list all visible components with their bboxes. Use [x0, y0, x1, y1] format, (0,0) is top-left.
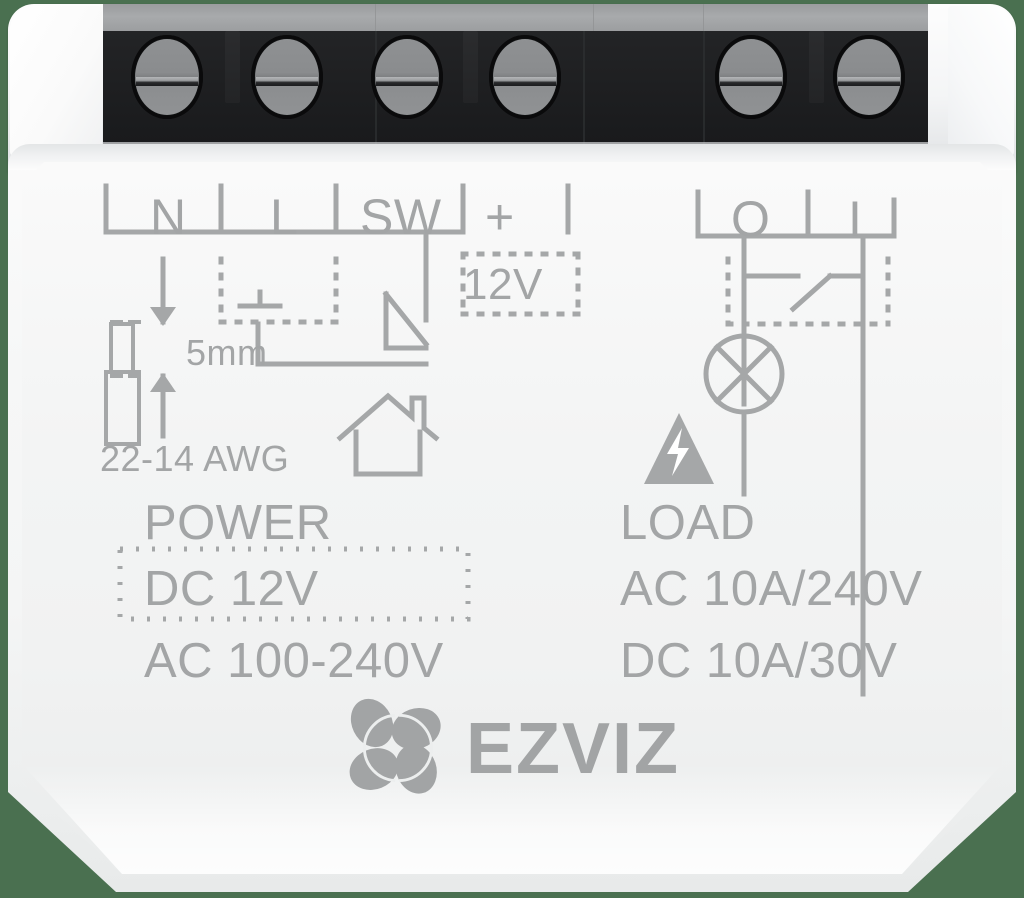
- load-ac-rating: AC 10A/240V: [620, 562, 923, 616]
- terminal-screw-plus[interactable]: [489, 35, 561, 119]
- terminal-label-n: N: [150, 189, 187, 245]
- terminal-divider-2: [463, 31, 478, 103]
- terminal-seam-2: [593, 4, 594, 32]
- terminal-screw-i[interactable]: [833, 35, 905, 119]
- terminal-body-seam-2: [583, 31, 585, 144]
- brand-logo: EZVIZ: [338, 698, 708, 794]
- terminal-label-sw: SW: [360, 189, 442, 245]
- terminal-divider-3: [809, 31, 824, 103]
- terminal-screw-l[interactable]: [251, 35, 323, 119]
- terminal-body-seam-3: [703, 31, 705, 144]
- terminal-screw-o[interactable]: [715, 35, 787, 119]
- power-ac-rating: AC 100-240V: [144, 634, 444, 688]
- terminal-label-o: O: [731, 191, 771, 247]
- shell-highlight-right: [948, 6, 1014, 156]
- terminal-seam-3: [703, 4, 704, 32]
- terminal-label-plus: +: [485, 189, 515, 245]
- terminal-screw-sw[interactable]: [371, 35, 443, 119]
- device-front-inner-panel: [22, 162, 1002, 874]
- brand-wordmark: EZVIZ: [466, 709, 681, 789]
- dc-input-voltage-label: 12V: [463, 260, 543, 309]
- terminal-seam-1: [375, 4, 376, 32]
- load-heading: LOAD: [620, 496, 756, 550]
- ezviz-pinwheel-icon: [349, 698, 441, 794]
- power-heading: POWER: [144, 496, 332, 550]
- shell-highlight-left: [10, 6, 102, 156]
- terminal-block-top-rail: [103, 4, 928, 32]
- device-body: N L SW + 12V O I 5mm 22-14 AWG POWER DC …: [8, 4, 1016, 892]
- terminal-label-l: L: [270, 189, 299, 245]
- terminal-block: [103, 4, 928, 147]
- terminal-divider-1: [225, 31, 240, 103]
- power-dc-rating: DC 12V: [144, 562, 319, 616]
- wire-gauge-label: 22-14 AWG: [100, 438, 290, 479]
- terminal-label-i: I: [848, 191, 863, 247]
- load-dc-rating: DC 10A/30V: [620, 634, 898, 688]
- terminal-screw-n[interactable]: [131, 35, 203, 119]
- wire-strip-length-label: 5mm: [186, 332, 268, 373]
